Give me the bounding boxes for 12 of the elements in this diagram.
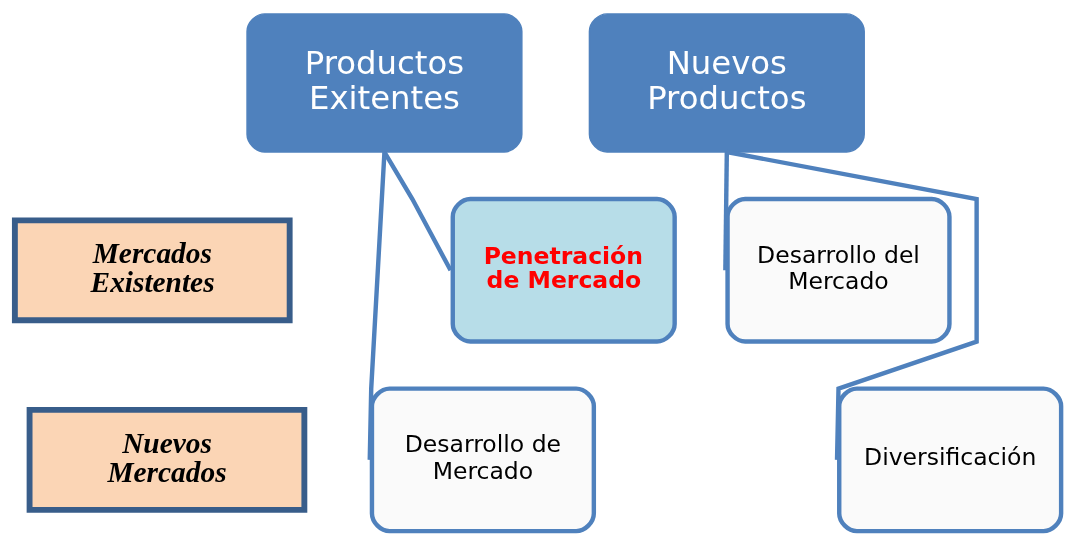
connector: [723, 152, 730, 271]
connector: [382, 150, 453, 272]
node-box: Productos Exitentes: [246, 13, 523, 153]
connector: [367, 151, 387, 460]
node-box: Penetración de Mercado: [450, 196, 677, 344]
node-box: Diversificación: [837, 386, 1064, 534]
connector: [726, 149, 979, 460]
node-box: Desarrollo de Mercado: [369, 386, 597, 534]
node-box: Desarrollo del Mercado: [725, 196, 952, 344]
node-box: Nuevos Mercados: [26, 406, 308, 513]
node-box: Mercados Existentes: [11, 217, 293, 324]
node-box: Nuevos Productos: [588, 13, 865, 153]
